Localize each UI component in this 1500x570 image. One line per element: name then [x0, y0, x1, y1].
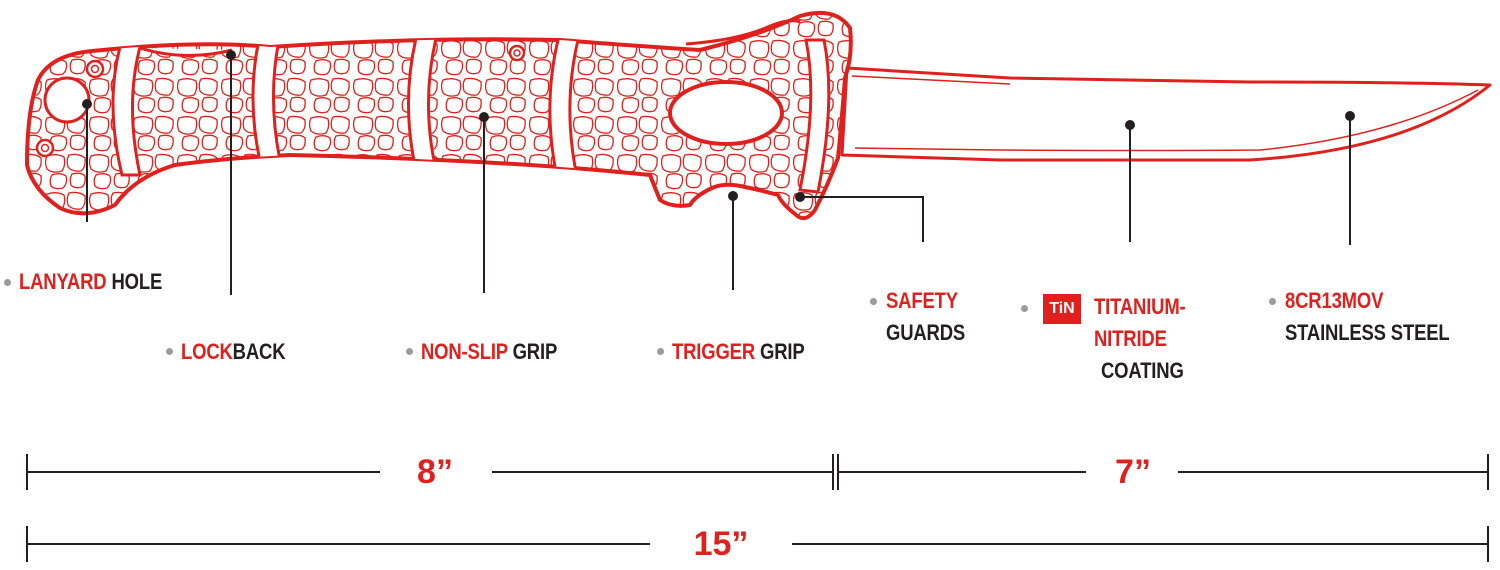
blade-edge-line — [854, 89, 1479, 152]
dot-titanium — [1125, 120, 1135, 130]
pin-upper-inner — [90, 64, 100, 74]
titanium-accent-line2: NITRIDE — [1094, 326, 1167, 351]
blade-spine-line — [851, 75, 1011, 85]
titanium-bullet — [1021, 305, 1028, 312]
blade-outline — [840, 66, 1492, 162]
lanyard-accent: LANYARD — [19, 269, 107, 294]
safety-bullet — [870, 298, 877, 305]
lanyard-rest: HOLE — [106, 269, 163, 294]
safety-rest: GUARDS — [886, 320, 966, 345]
leader-safety — [800, 196, 924, 242]
lockback-bullet — [166, 348, 173, 355]
trigger-bullet — [657, 348, 664, 355]
dimension-lines — [26, 454, 1489, 562]
thumb-rise — [685, 19, 801, 46]
titanium-accent-line1: TITANIUM- — [1094, 294, 1186, 319]
pin-lower — [35, 138, 55, 158]
dim-handle-length: 8” — [417, 453, 453, 491]
nonslip-bullet — [406, 348, 413, 355]
titanium-rest: COATING — [1101, 358, 1184, 383]
safety-accent: SAFETY — [886, 288, 958, 313]
trigger-grip-label: TRIGGER GRIP — [672, 336, 805, 367]
trigger-accent: TRIGGER — [672, 339, 756, 364]
dot-steel — [1345, 111, 1355, 121]
dot-nonslip — [479, 112, 489, 122]
steel-bullet — [1269, 298, 1276, 305]
lockback-label: LOCKBACK — [181, 336, 286, 367]
nonslip-rest: GRIP — [507, 339, 558, 364]
leader-lines — [86, 55, 1351, 295]
trigger-rest: GRIP — [755, 339, 805, 364]
lanyard-hole-label: LANYARD HOLE — [19, 266, 162, 297]
steel-rest: STAINLESS STEEL — [1285, 320, 1450, 345]
steel-accent: 8CR13MOV — [1285, 288, 1384, 313]
leader-dots — [82, 50, 1355, 202]
dot-lanyard — [82, 99, 92, 109]
tin-badge: TiN — [1043, 294, 1081, 324]
dot-trigger — [728, 191, 738, 201]
dim-overall-length: 15” — [693, 525, 749, 563]
dim-blade-length: 7” — [1115, 453, 1151, 491]
nonslip-grip-label: NON-SLIP GRIP — [421, 336, 557, 367]
lockback-accent: LOCK — [181, 339, 233, 364]
lanyard-hole-ring — [43, 76, 91, 124]
pin-middle — [508, 44, 526, 62]
dot-lockback — [226, 50, 236, 60]
pin-lower-inner — [40, 143, 50, 153]
lanyard-bullet — [4, 279, 11, 286]
oval-cutout — [668, 80, 784, 146]
blade — [840, 66, 1492, 162]
dot-safety — [795, 192, 805, 202]
grip-rings — [111, 28, 831, 194]
pin-upper — [85, 59, 105, 79]
handle-texture — [27, 12, 851, 219]
lockback-rest: BACK — [232, 339, 286, 364]
handle-outline — [25, 11, 853, 221]
nonslip-accent: NON-SLIP — [421, 339, 508, 364]
lockback-notch — [139, 46, 233, 57]
pin-middle-inner — [513, 49, 521, 57]
handle — [25, 11, 853, 221]
